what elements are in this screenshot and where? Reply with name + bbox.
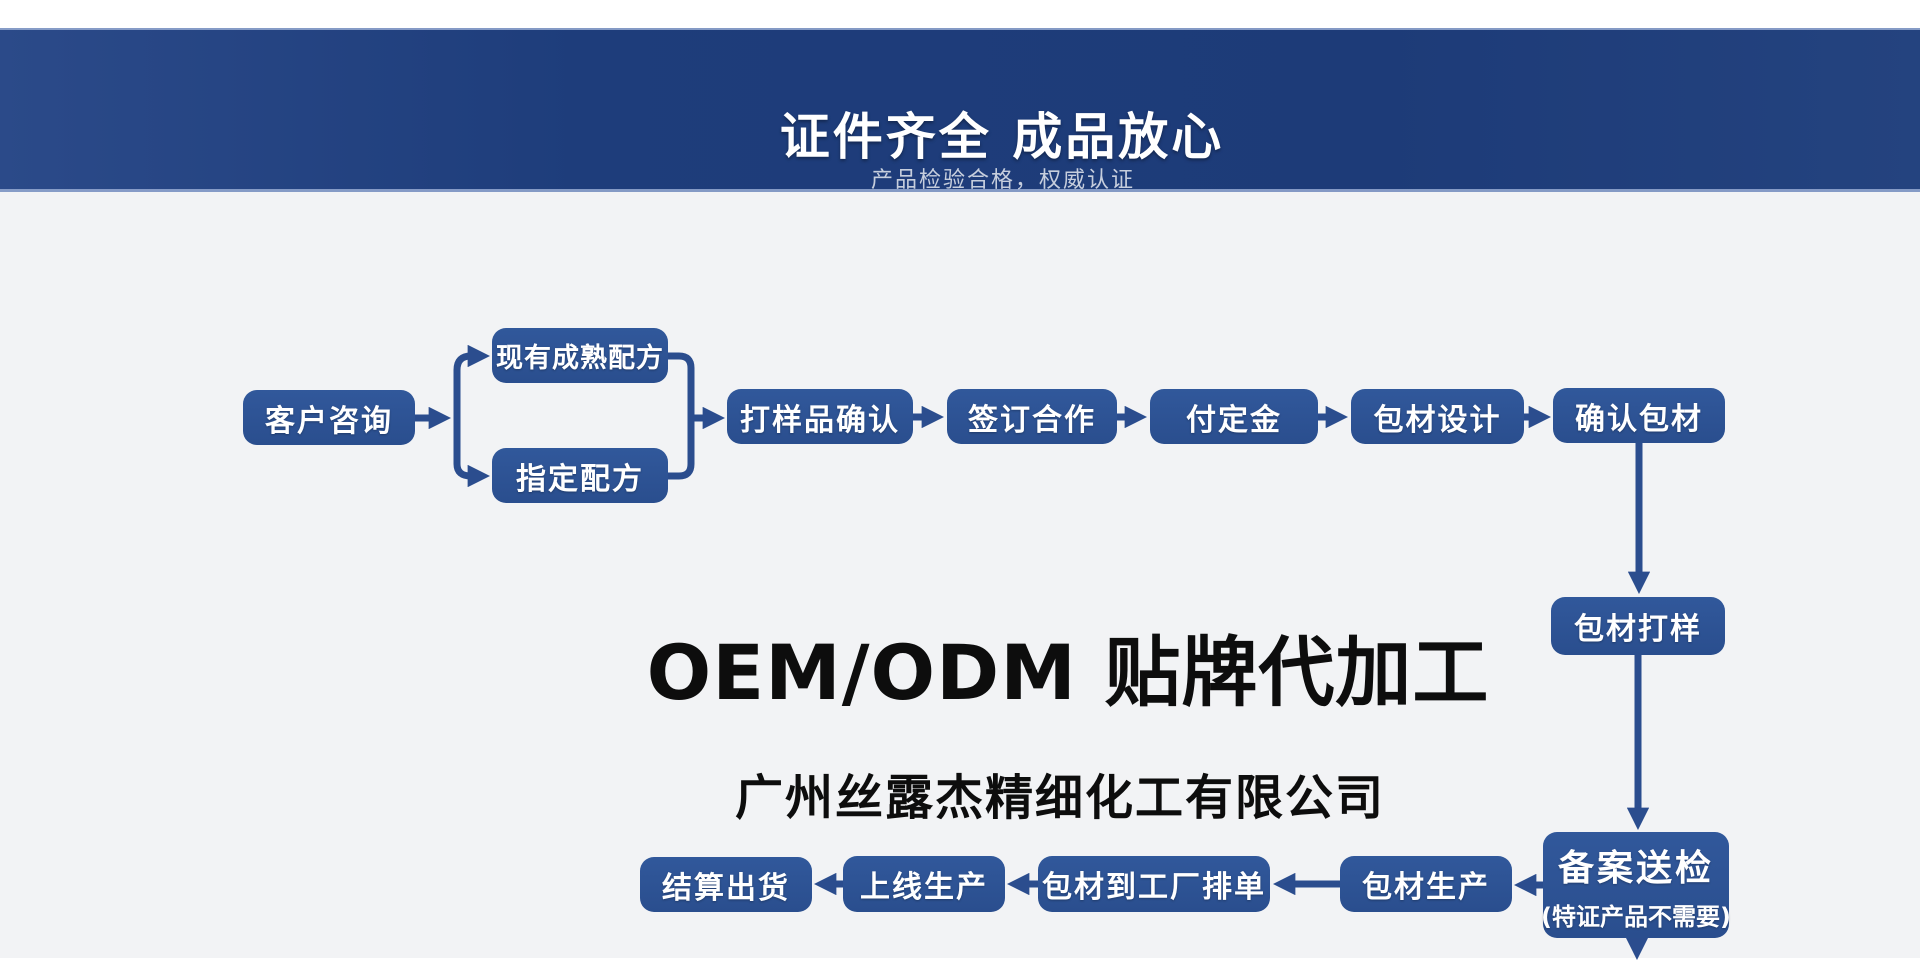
flow-node-specified-formula: 指定配方 [492,448,668,503]
node-label: 打样品确认 [740,402,900,438]
flow-canvas [0,192,1920,958]
node-note: (特证产品不需要) [1541,902,1731,931]
flow-node-packaging-production: 包材生产 [1340,856,1512,912]
flow-node-sample-confirmation: 打样品确认 [727,389,913,444]
flow-node-settle-shipment: 结算出货 [640,857,812,912]
node-label: 上线生产 [860,870,988,905]
flow-node-packaging-sampling: 包材打样 [1551,597,1725,655]
company-name: 广州丝露杰精细化工有限公司 [734,770,1386,826]
node-label: 包材到工厂排单 [1042,870,1266,905]
node-label: 签订合作 [968,402,1096,438]
flow-node-start-production: 上线生产 [843,856,1005,912]
header-subtitle: 产品检验合格，权威认证 [870,168,1136,193]
node-label: 结算出货 [662,870,790,906]
flow-node-packaging-design: 包材设计 [1351,389,1524,444]
node-label: 付定金 [1186,402,1282,438]
header-title: 证件齐全 成品放心 [779,108,1225,166]
flow-node-pay-deposit: 付定金 [1150,389,1318,444]
flow-node-confirm-packaging: 确认包材 [1553,388,1725,443]
header-band: 证件齐全 成品放心 产品检验合格，权威认证 [0,28,1920,193]
flow-node-existing-formula: 现有成熟配方 [492,328,668,383]
node-label: 包材生产 [1362,870,1490,905]
node-label: 备案送检 [1557,847,1714,889]
node-label: 现有成熟配方 [496,343,664,374]
node-label: 确认包材 [1575,401,1703,437]
center-title: OEM/ODM 贴牌代加工 [646,628,1490,717]
flow-node-customer-inquiry: 客户咨询 [243,390,415,445]
flow-node-sign-cooperation: 签订合作 [947,389,1117,444]
flow-node-filing-inspection: 备案送检 (特证产品不需要) [1541,832,1731,938]
node-label: 指定配方 [516,461,644,497]
node-label: 客户咨询 [265,403,393,439]
node-label: 包材打样 [1574,612,1702,647]
flow-node-packaging-to-factory: 包材到工厂排单 [1038,856,1270,912]
node-label: 包材设计 [1373,402,1502,438]
